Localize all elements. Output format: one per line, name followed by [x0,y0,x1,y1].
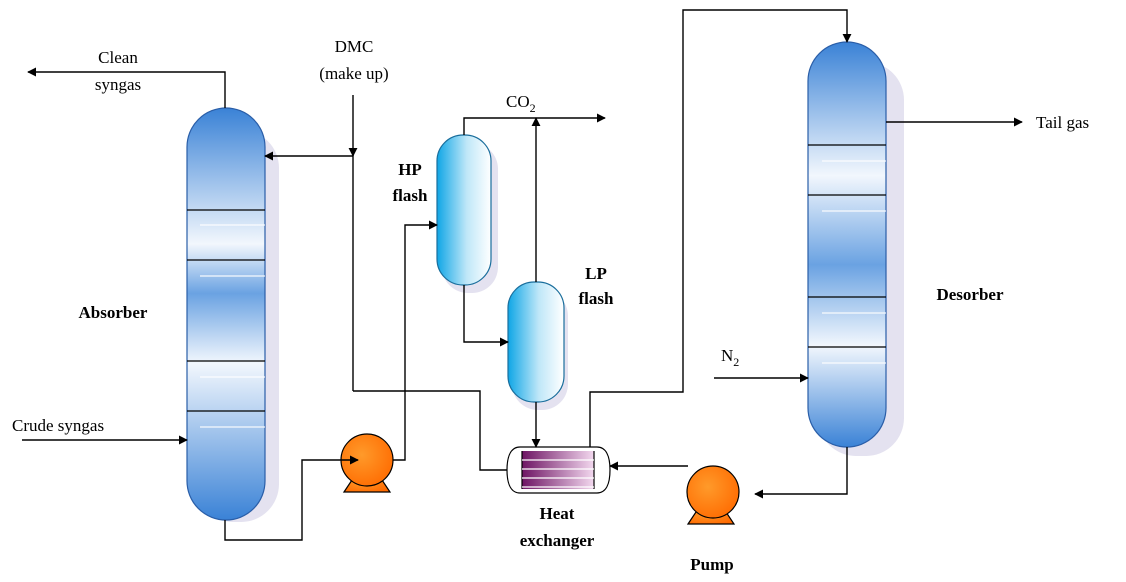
pump-label: Pump [690,555,733,574]
heat-exchanger-label: Heat [540,504,575,523]
crude-syngas-label: Crude syngas [12,416,104,435]
lean-solvent-to-absorber [264,151,354,391]
dmc-label: DMC [335,37,374,56]
hp-flash-drum [436,134,498,293]
pump-1 [340,433,394,493]
hp-to-lp-flash-line [463,285,509,347]
heat-exchanger-label-2: exchanger [520,531,595,550]
dmc-label-2: (make up) [319,64,388,83]
desorber-column [807,41,904,456]
hp-flash-label: HP [398,160,422,179]
tail-gas-label: Tail gas [1036,113,1089,132]
hp-flash-gas-line [463,113,606,135]
lp-flash-label: LP [585,264,607,283]
clean-syngas-label: Clean [98,48,138,67]
pump-to-hp-flash [393,220,438,461]
heat-exchanger [506,446,611,494]
clean-syngas-line [27,67,226,108]
rich-solvent-to-pump [224,455,359,541]
lp-flash-drum [507,281,568,410]
clean-syngas-label-2: syngas [95,75,141,94]
pump-2 [686,465,740,525]
absorber-label: Absorber [79,303,148,322]
exchanger-to-desorber-line [589,9,852,447]
n2-label: N2 [721,346,739,369]
desorber-label: Desorber [936,285,1003,304]
absorber-column [186,107,279,522]
desorber-to-pump-line [754,447,848,499]
lean-solvent-from-exchanger [353,390,507,471]
hp-flash-label-2: flash [393,186,429,205]
lp-flash-label-2: flash [579,289,615,308]
co2-label: CO2 [506,92,536,115]
